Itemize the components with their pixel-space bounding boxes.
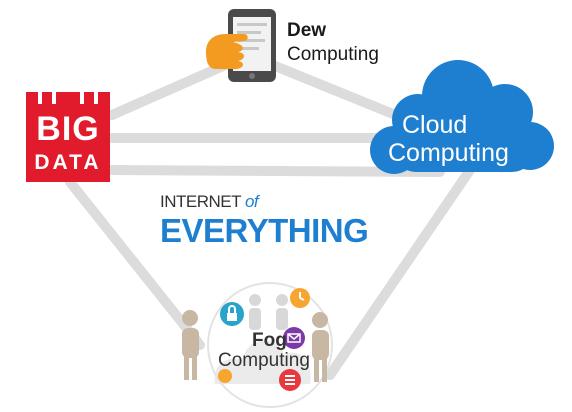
ioe-prefix-line: INTERNET of [160, 192, 259, 212]
dew-subtitle: Computing [287, 44, 379, 65]
cloud-title: Cloud [402, 111, 468, 139]
cloud-shape [370, 60, 554, 174]
mail-icon [283, 327, 305, 349]
ioe-connector: of [244, 192, 259, 211]
list-icon [279, 369, 301, 391]
cloud-subtitle: Computing [388, 139, 509, 167]
fog-subtitle: Computing [218, 350, 310, 371]
big-data-node [26, 92, 110, 182]
connectors [65, 50, 475, 380]
ioe-prefix: INTERNET [160, 192, 241, 211]
big-data-line2: DATA [34, 151, 102, 174]
link-dew-cloud [243, 50, 425, 130]
big-data-line1: BIG [36, 110, 100, 148]
ioe-main: EVERYTHING [160, 212, 369, 249]
people-icon [182, 310, 329, 382]
fog-title: Fog [252, 330, 287, 351]
dew-node [206, 9, 276, 82]
link-cloud-fog [325, 165, 475, 380]
fog-node [182, 282, 333, 408]
clock-icon [290, 288, 310, 308]
hand-icon [206, 34, 248, 69]
gear-icon [218, 369, 232, 383]
padlock-icon [220, 302, 244, 326]
dew-title: Dew [287, 20, 327, 41]
link-bigdata-fog [65, 177, 205, 350]
